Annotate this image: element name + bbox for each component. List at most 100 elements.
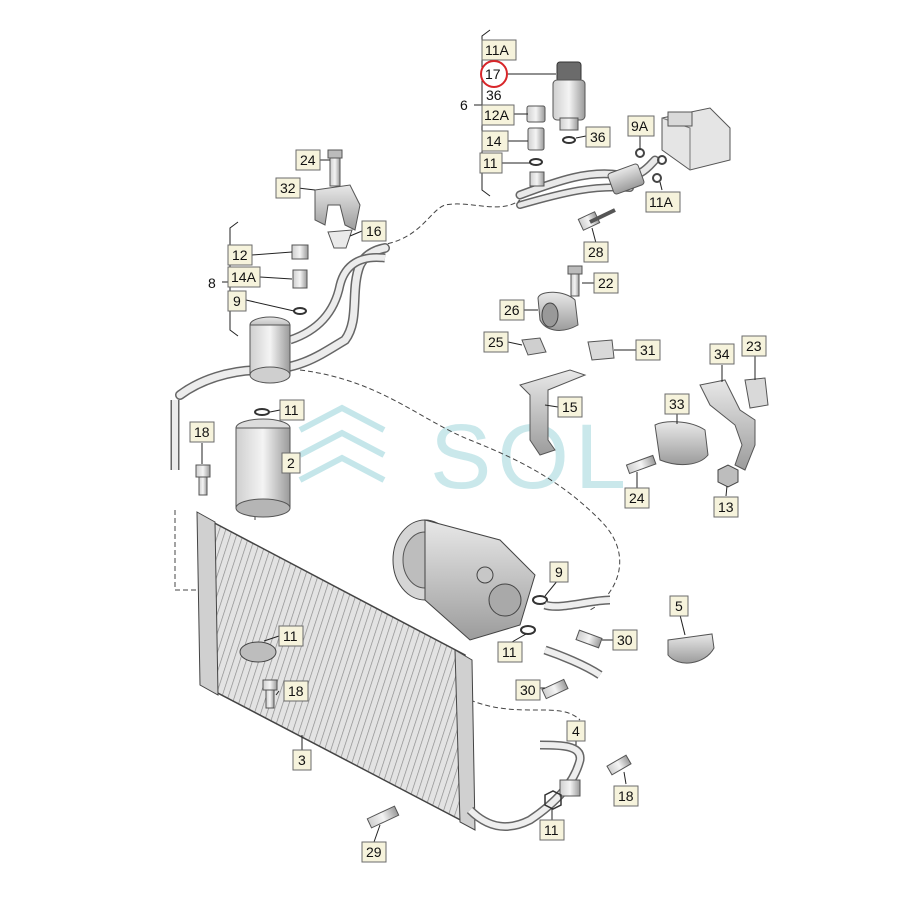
callout-11-low: 11: [278, 625, 304, 647]
bracket-32: [314, 149, 361, 231]
svg-text:9A: 9A: [631, 118, 649, 134]
callout-23: 23: [741, 335, 767, 357]
svg-text:25: 25: [488, 334, 504, 350]
svg-text:13: 13: [718, 499, 734, 515]
callout-6: 6: [460, 97, 468, 113]
callout-4: 4: [566, 720, 586, 742]
svg-text:32: 32: [280, 180, 296, 196]
fittings-stack: [526, 105, 546, 187]
callout-22: 22: [593, 272, 619, 294]
callout-14: 14: [481, 130, 509, 152]
bolt-28: [577, 208, 616, 231]
pipe-assembly-upper: [515, 107, 731, 209]
svg-text:5: 5: [675, 598, 683, 614]
svg-text:18: 18: [618, 788, 634, 804]
callout-24-top: 24: [295, 149, 321, 171]
callout-11-mid: 11: [279, 399, 305, 421]
leader-lines: [201, 73, 756, 843]
callout-24-right: 24: [624, 487, 650, 509]
svg-text:24: 24: [300, 152, 316, 168]
svg-text:18: 18: [288, 683, 304, 699]
callout-11-bottom: 11: [539, 819, 565, 841]
callout-25: 25: [483, 331, 509, 353]
callout-31: 31: [635, 339, 661, 361]
pressure-switch: [552, 61, 586, 144]
callout-14A: 14A: [227, 266, 261, 288]
watermark-text: SOL: [430, 406, 632, 508]
svg-text:28: 28: [588, 244, 604, 260]
callout-30-b: 30: [515, 679, 541, 701]
callout-16: 16: [361, 220, 387, 242]
svg-text:12A: 12A: [484, 107, 510, 123]
svg-text:34: 34: [714, 346, 730, 362]
svg-text:11: 11: [544, 822, 559, 838]
callout-2: 2: [281, 452, 301, 474]
svg-text:11A: 11A: [649, 194, 674, 210]
callout-15: 15: [557, 396, 583, 418]
callout-5: 5: [669, 595, 689, 617]
svg-text:36: 36: [486, 87, 502, 103]
clip-16: [327, 229, 353, 249]
svg-text:14A: 14A: [231, 269, 257, 285]
svg-text:23: 23: [746, 338, 762, 354]
callout-17-highlighted: 17: [480, 60, 508, 88]
clamp-5: [667, 633, 715, 664]
callout-33: 33: [664, 393, 690, 415]
svg-text:16: 16: [366, 223, 382, 239]
callout-3: 3: [292, 749, 312, 771]
callout-32: 32: [275, 177, 301, 199]
svg-text:6: 6: [460, 97, 468, 113]
svg-text:8: 8: [208, 275, 216, 291]
svg-text:36: 36: [590, 129, 606, 145]
callout-36-group: 36: [486, 87, 502, 103]
svg-text:30: 30: [520, 682, 536, 698]
svg-text:3: 3: [298, 752, 306, 768]
compressor-hoses: [541, 595, 611, 700]
callout-28: 28: [583, 241, 609, 263]
svg-text:12: 12: [232, 247, 248, 263]
callout-30-a: 30: [612, 629, 638, 651]
callout-11A-right: 11A: [645, 191, 681, 213]
svg-text:29: 29: [366, 844, 382, 860]
callout-34: 34: [709, 343, 735, 365]
callout-18-low: 18: [283, 680, 309, 702]
svg-text:33: 33: [669, 396, 685, 412]
clamp-33: [625, 421, 739, 488]
drier-cartridge: [235, 408, 291, 518]
svg-text:17: 17: [485, 66, 501, 82]
svg-text:26: 26: [504, 302, 520, 318]
compressor: [392, 519, 548, 641]
svg-text:9: 9: [555, 564, 563, 580]
svg-text:11A: 11A: [485, 42, 510, 58]
bracket-34: [699, 377, 769, 471]
callout-13: 13: [713, 496, 739, 518]
svg-text:22: 22: [598, 275, 614, 291]
svg-text:14: 14: [486, 133, 502, 149]
callout-11-comp: 11: [497, 641, 523, 663]
svg-text:11: 11: [502, 644, 517, 660]
callout-18-right: 18: [613, 785, 639, 807]
callout-12: 12: [227, 244, 253, 266]
svg-text:24: 24: [629, 490, 645, 506]
svg-text:15: 15: [562, 399, 578, 415]
callout-12A: 12A: [481, 104, 515, 126]
svg-text:30: 30: [617, 632, 633, 648]
callout-18-left: 18: [189, 421, 215, 443]
receiver-drier-pipes: [170, 243, 390, 470]
svg-text:18: 18: [194, 424, 210, 440]
callouts: 11A 17 36 6 12A 36 14 11 9A: [189, 39, 767, 863]
condenser: [196, 511, 476, 831]
callout-8: 8: [208, 275, 216, 291]
callout-9-right: 9: [549, 561, 569, 583]
pipe-4: [366, 740, 632, 832]
callout-36: 36: [585, 126, 611, 148]
svg-text:11: 11: [483, 155, 498, 171]
svg-text:2: 2: [287, 455, 295, 471]
svg-text:4: 4: [572, 723, 580, 739]
bracket-15-assembly: [519, 265, 615, 456]
svg-text:9: 9: [233, 293, 241, 309]
callout-9-left: 9: [227, 290, 247, 312]
callout-26: 26: [499, 299, 525, 321]
watermark: SOL: [298, 404, 632, 508]
